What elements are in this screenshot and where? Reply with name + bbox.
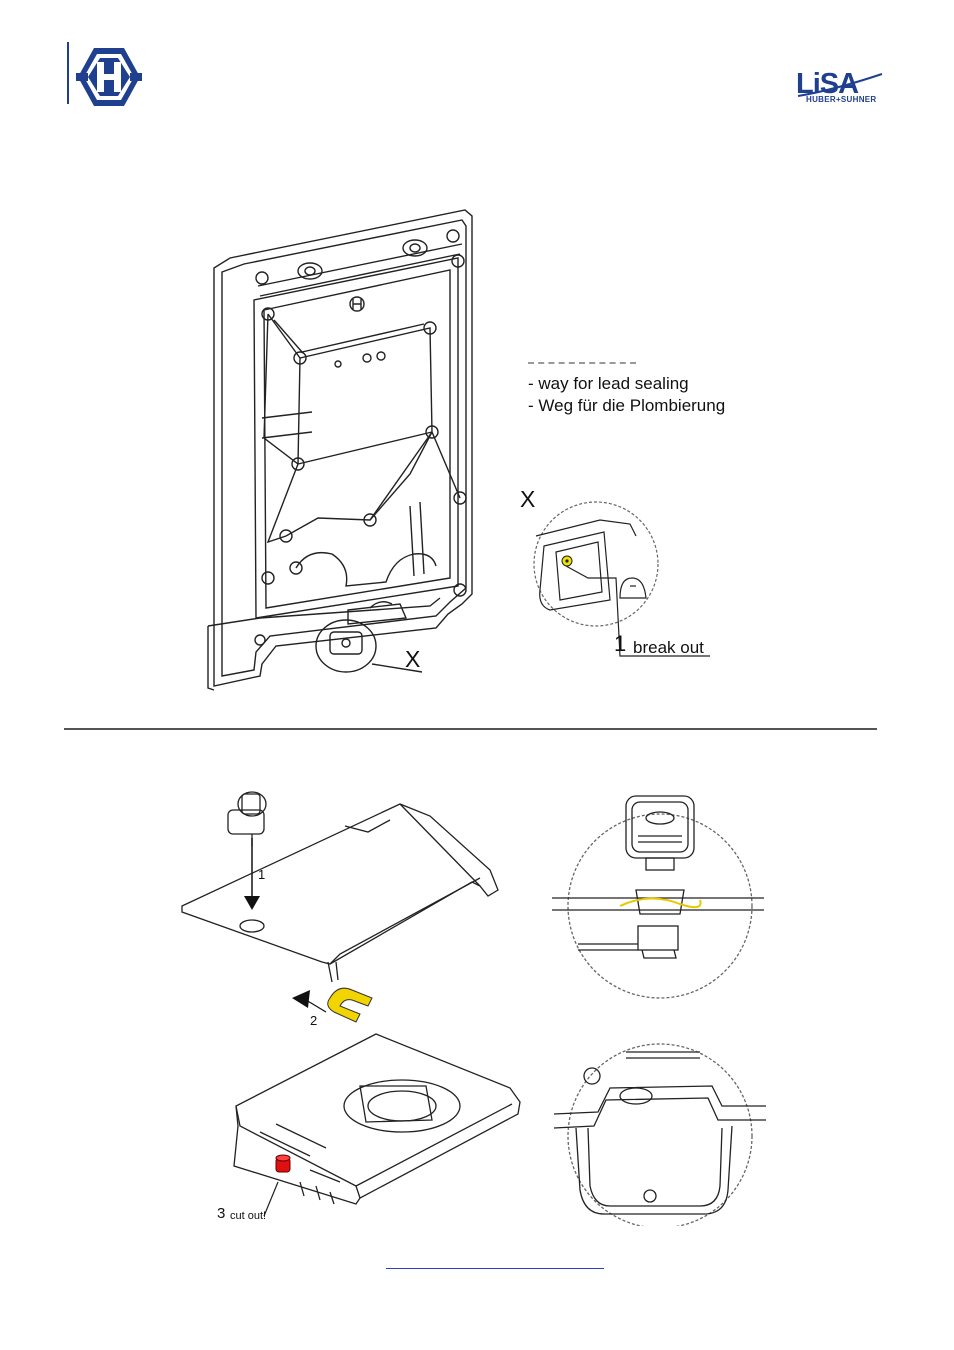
footer-link[interactable] (386, 1258, 604, 1269)
main-label-x: X (405, 646, 421, 672)
note-lead-sealing-de: - Weg für die Plombierung (528, 396, 726, 415)
section-divider (64, 728, 877, 730)
step-1-label: 1 (258, 867, 266, 882)
note-lead-sealing-en: - way for lead sealing (528, 374, 689, 393)
huber-suhner-h-logo-icon (76, 48, 142, 106)
step-2-label: 2 (310, 1013, 318, 1028)
detail-label-x: X (520, 486, 536, 512)
struck-heading (528, 362, 636, 364)
lisa-logo: LiSA (796, 68, 883, 100)
callout-break-out: break out (633, 638, 704, 657)
enclosure-back-drawing (207, 209, 710, 691)
step-3-text: cut out! (230, 1210, 267, 1222)
callout-number: 1 (614, 631, 627, 656)
lisa-subtitle: HUBER+SUHNER (806, 95, 877, 104)
header-rule (67, 42, 69, 104)
step-3-number: 3 (217, 1205, 226, 1222)
lock-assembly-drawing (181, 791, 766, 1226)
